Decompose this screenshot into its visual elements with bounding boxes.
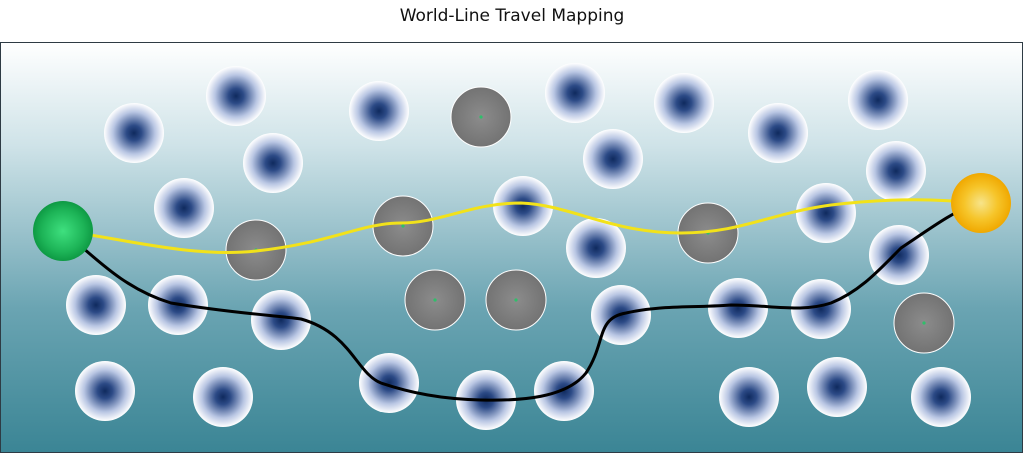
portal-node xyxy=(791,279,851,339)
routed-world-line xyxy=(62,199,980,402)
portal-node xyxy=(545,63,605,123)
portal-node xyxy=(104,103,164,163)
portal-node xyxy=(911,367,971,427)
diagram-title: World-Line Travel Mapping xyxy=(399,6,625,26)
portal-node xyxy=(807,357,867,417)
portal-node xyxy=(848,70,908,130)
portal-node xyxy=(251,290,311,350)
portal-node xyxy=(66,275,126,335)
portal-node xyxy=(566,218,626,278)
blocked-portal-center-dot xyxy=(401,224,405,228)
world-line-map xyxy=(33,63,1011,430)
portal-nodes xyxy=(66,63,971,430)
blocked-portal-center-dot xyxy=(433,298,437,302)
portal-node xyxy=(534,361,594,421)
portal-node xyxy=(866,141,926,201)
portal-node xyxy=(154,178,214,238)
portal-node xyxy=(654,73,714,133)
portal-node xyxy=(796,183,856,243)
start-node xyxy=(33,201,93,261)
portal-node xyxy=(243,133,303,193)
portal-node xyxy=(708,278,768,338)
portal-node xyxy=(206,66,266,126)
portal-node xyxy=(493,176,553,236)
goal-node xyxy=(951,173,1011,233)
portal-node xyxy=(75,361,135,421)
portal-node xyxy=(359,353,419,413)
portal-node xyxy=(583,129,643,189)
blocked-portal-center-dot xyxy=(479,115,483,119)
portal-node xyxy=(349,81,409,141)
portal-node xyxy=(193,367,253,427)
portal-node xyxy=(719,367,779,427)
blocked-portal-center-dot xyxy=(922,321,926,325)
direct-world-line xyxy=(62,192,980,254)
portal-node xyxy=(748,103,808,163)
diagram-canvas xyxy=(0,42,1023,453)
blocked-portal-center-dot xyxy=(514,298,518,302)
